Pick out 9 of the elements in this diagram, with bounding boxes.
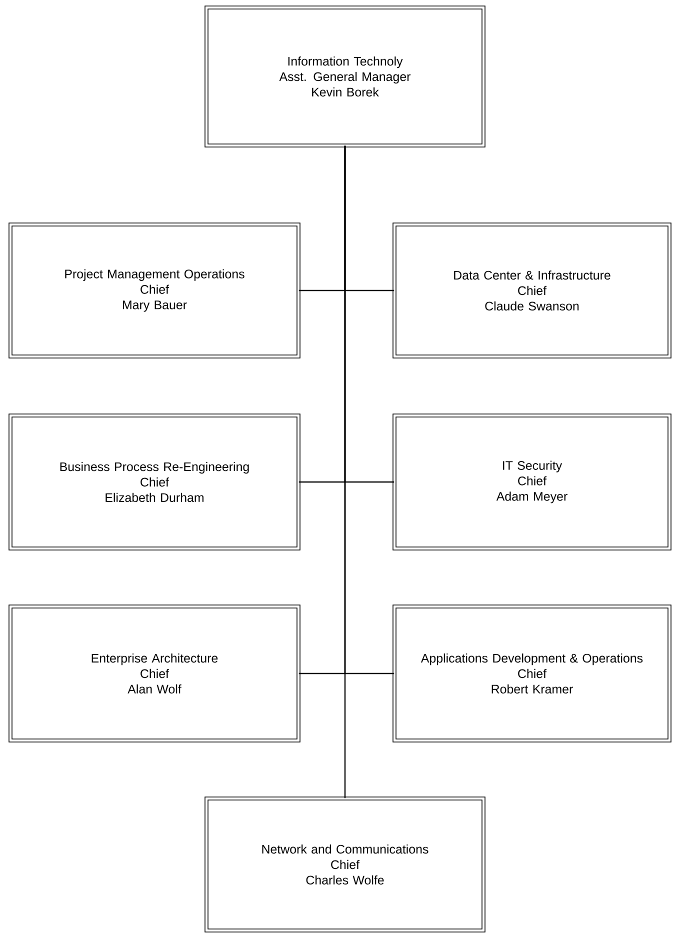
connector-line: [344, 146, 346, 798]
org-box: Applications Development & Operations Chief Robert Kramer: [392, 604, 672, 742]
org-box: Data Center & Infrastructure Chief Claude Swanson: [392, 222, 672, 358]
org-box: IT Security Chief Adam Meyer: [392, 414, 672, 550]
org-box: Business Process Re-Engineering Chief Elizabeth Durham: [8, 414, 300, 550]
org-box: Network and Communications Chief Charles Wolfe: [204, 796, 486, 932]
org-box: Enterprise Architecture Chief Alan Wolf: [8, 604, 300, 742]
org-box: Project Management Operations Chief Mary Bauer: [8, 222, 300, 358]
org-box: Information Technoly Asst. General Manager Kevin Borek: [204, 6, 486, 148]
